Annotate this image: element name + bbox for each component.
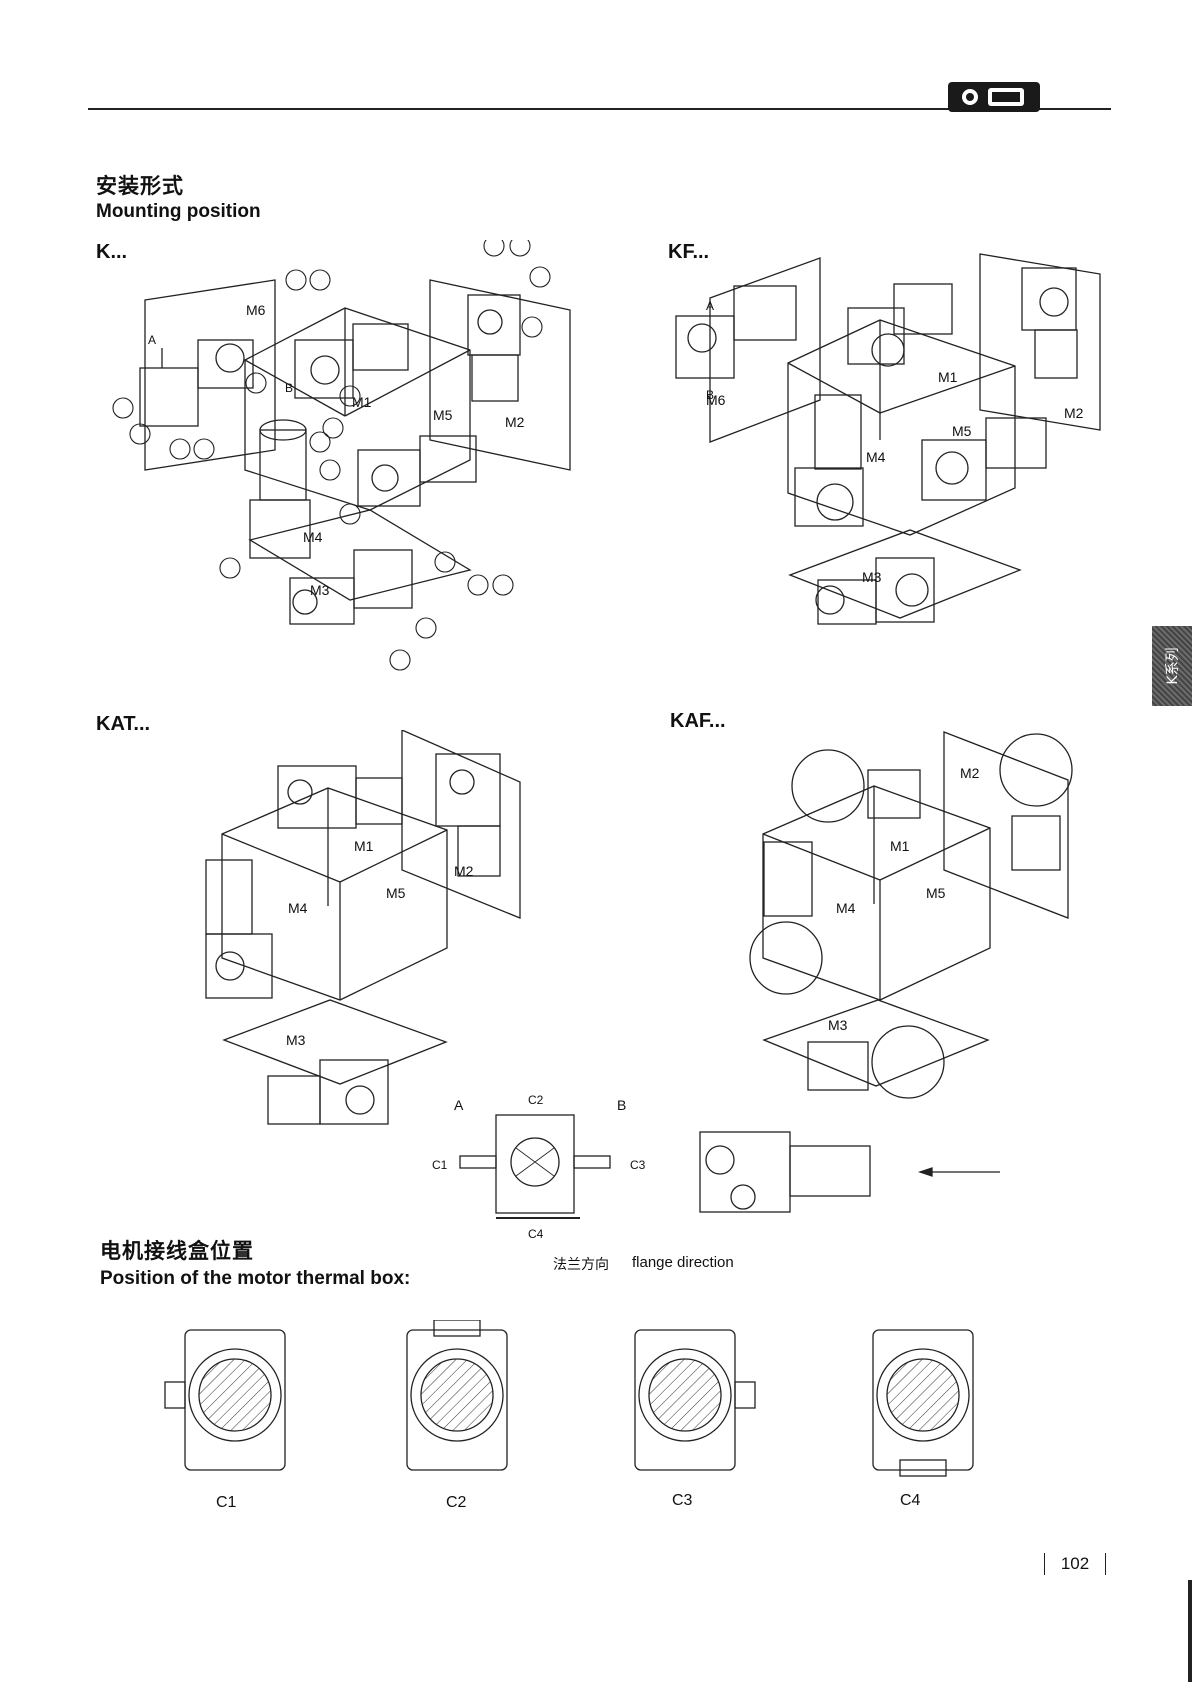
kaf-m4-gearbox [749,841,823,995]
k-m4-gearbox [249,419,311,559]
kat-m4-gearbox [205,859,273,999]
mounting-title-cn: 安装形式 [96,174,184,198]
kf-label-m5: M5 [952,423,972,439]
kat-label-m3: M3 [286,1032,306,1048]
k-label-m1: M1 [352,394,372,410]
kf-side-b: B [706,388,714,402]
flange-c1: C1 [432,1158,448,1172]
brand-logo-icon [948,82,1040,112]
kat-label-m1: M1 [354,838,374,854]
kf-m3-gearbox [815,557,935,625]
k-label-m5: M5 [433,407,453,423]
k-m1-gearbox [294,323,409,399]
mounting-title-en: Mounting position [96,201,261,222]
flange-direction-label-en: flange direction [632,1254,734,1271]
thermal-box-c3 [634,1329,756,1471]
kaf-label-m5: M5 [926,885,946,901]
kaf-label-m2: M2 [960,765,980,781]
kaf-label-m4: M4 [836,900,856,916]
thermal-box-c4 [872,1329,974,1477]
k-mounting-diagram: M6 M1 M2 M5 M4 M3 A B [112,240,571,671]
kat-label-m4: M4 [288,900,308,916]
kf-side-a: A [706,299,714,313]
kf-m1-gearbox [847,283,953,367]
flange-side-a: A [454,1097,464,1113]
section-kaf-label: KAF... [670,710,726,732]
kf-label-m6: M6 [706,392,726,408]
k-label-m6: M6 [246,302,266,318]
k-m3-gearbox [289,549,413,625]
k-label-m3: M3 [310,582,330,598]
thermal-box-c4-label: C4 [900,1492,921,1509]
section-side-tab: K系列 [1152,626,1192,706]
thermal-box-c1-label: C1 [216,1494,237,1511]
kat-label-m5: M5 [386,885,406,901]
kf-label-m4: M4 [866,449,886,465]
thermal-box-c2-label: C2 [446,1494,467,1511]
kf-m2-gearbox [1021,267,1078,379]
kaf-label-m3: M3 [828,1017,848,1033]
k-m5-gearbox [357,435,477,507]
kaf-m1-gearbox [791,749,921,823]
kf-label-m1: M1 [938,369,958,385]
flange-c2: C2 [528,1093,544,1107]
flange-side-b: B [617,1097,626,1113]
flange-direction-diagram: A B C2 C1 C3 C4 [432,1093,1000,1241]
box-title-en: Position of the motor thermal box: [100,1268,411,1289]
kf-label-m2: M2 [1064,405,1084,421]
kf-m4-gearbox [794,394,864,527]
flange-c3: C3 [630,1158,646,1172]
page-number: 102 [1044,1553,1106,1575]
page-edge-mark [1188,1580,1192,1682]
kat-mounting-diagram: M1 M2 M4 M5 M3 [205,730,521,1125]
kaf-m2-gearbox [999,733,1073,871]
kat-m3-gearbox [267,1059,389,1125]
kf-m6-gearbox [675,285,797,379]
side-tab-label: K系列 [1165,647,1181,685]
kat-m1-gearbox [277,765,403,829]
section-kat-label: KAT... [96,713,151,735]
thermal-box-c1 [164,1329,286,1471]
section-k-label: K... [96,241,128,263]
kf-m5-gearbox [921,417,1047,501]
k-label-m4: M4 [303,529,323,545]
k-label-m2: M2 [505,414,525,430]
kat-label-m2: M2 [454,863,474,879]
kaf-label-m1: M1 [890,838,910,854]
kat-cube-outline [221,787,448,1001]
kf-cube-outline [787,319,1016,536]
thermal-box-c2 [406,1320,508,1471]
header-rule [88,108,1111,110]
kaf-m3-gearbox [807,1025,945,1099]
k-m6-gearbox [139,339,254,427]
k-side-b: B [285,381,293,395]
k-m2-gearbox [467,294,521,402]
kaf-mounting-diagram: M1 M2 M4 M5 M3 [749,731,1073,1099]
box-title-cn: 电机接线盒位置 [100,1239,254,1263]
thermal-box-c3-label: C3 [672,1492,693,1509]
kf-mounting-diagram: M6 M1 M2 M5 M4 M3 A B [675,253,1101,625]
k-side-a: A [148,333,156,347]
flange-direction-label-cn: 法兰方向 [553,1257,609,1273]
section-kf-label: KF... [668,241,710,263]
flange-c4: C4 [528,1227,544,1241]
kat-m2-gearbox [435,753,501,877]
kf-label-m3: M3 [862,569,882,585]
